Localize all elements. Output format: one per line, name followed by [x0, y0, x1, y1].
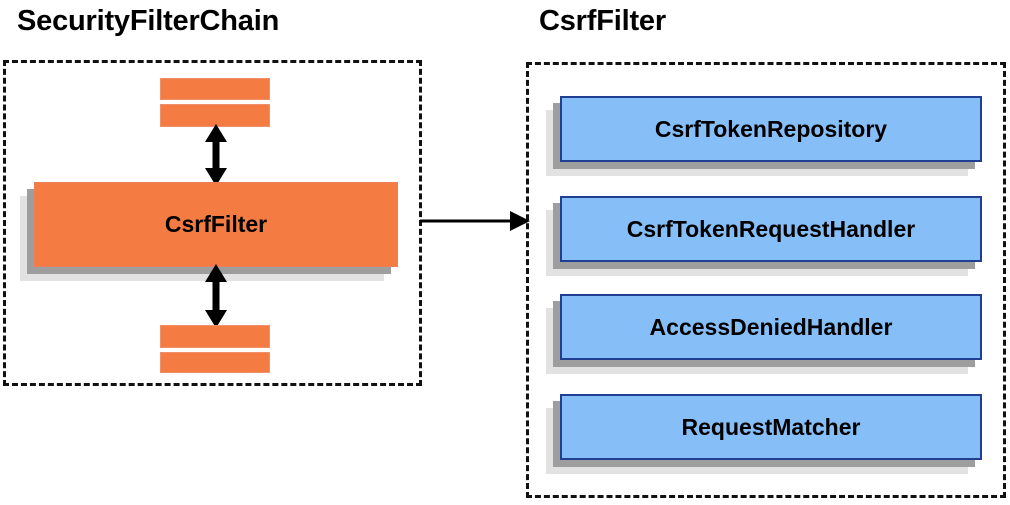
csrf-filter-container	[526, 62, 1006, 498]
component-box-csrf-token-request-handler[interactable]: CsrfTokenRequestHandler	[546, 196, 982, 276]
csrf-filter-box[interactable]: CsrfFilter	[20, 182, 398, 281]
csrf-filter-box-label: CsrfFilter	[34, 182, 398, 267]
filter-strip-top-1	[160, 78, 270, 100]
filter-strip-bottom-1	[160, 325, 270, 348]
security-filter-chain-container	[3, 60, 422, 386]
connector-arrow-icon	[420, 211, 530, 231]
component-box-access-denied-handler[interactable]: AccessDeniedHandler	[546, 294, 982, 374]
double-arrow-icon-bottom	[205, 264, 227, 328]
component-box-label: AccessDeniedHandler	[560, 294, 982, 360]
component-box-label: RequestMatcher	[560, 394, 982, 460]
filter-strip-bottom-2	[160, 352, 270, 373]
component-box-label: CsrfTokenRequestHandler	[560, 196, 982, 262]
component-box-request-matcher[interactable]: RequestMatcher	[546, 394, 982, 474]
page-title-security-filter-chain: SecurityFilterChain	[17, 5, 280, 37]
double-arrow-icon-top	[205, 124, 227, 186]
page-title-csrf-filter: CsrfFilter	[539, 5, 666, 37]
component-box-label: CsrfTokenRepository	[560, 96, 982, 162]
component-box-csrf-token-repository[interactable]: CsrfTokenRepository	[546, 96, 982, 176]
